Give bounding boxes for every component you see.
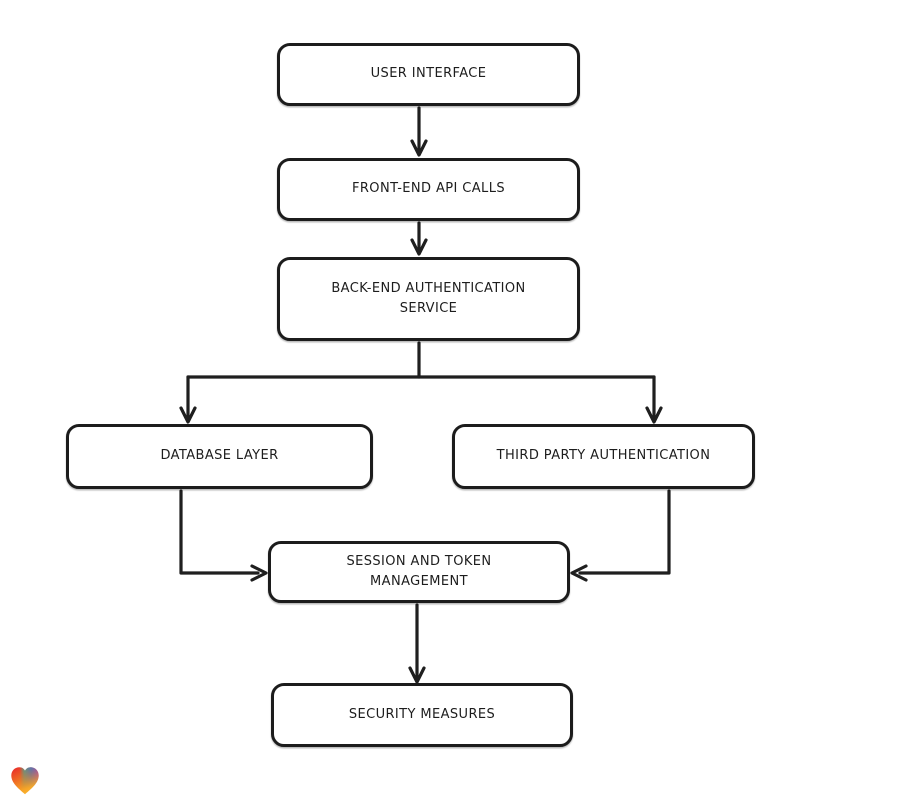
edge-third-party-to-session bbox=[570, 489, 671, 582]
node-back-end-authentication-service-label: BACK-END AUTHENTICATION SERVICE bbox=[331, 280, 526, 316]
node-user-interface-label: USER INTERFACE bbox=[370, 66, 487, 82]
edge-database-to-session bbox=[179, 489, 268, 582]
edge-branch-to-database-layer bbox=[179, 375, 197, 424]
edge-session-to-security bbox=[408, 603, 426, 684]
node-third-party-authentication[interactable]: THIRD PARTY AUTHENTICATION bbox=[452, 424, 755, 489]
node-third-party-authentication-label: THIRD PARTY AUTHENTICATION bbox=[496, 448, 711, 464]
node-security-measures[interactable]: SECURITY MEASURES bbox=[271, 683, 573, 747]
node-back-end-authentication-service[interactable]: BACK-END AUTHENTICATION SERVICE bbox=[277, 257, 580, 341]
heart-gradient-icon bbox=[11, 767, 39, 795]
edge-front-end-to-back-end bbox=[410, 221, 428, 256]
heart-logo[interactable] bbox=[8, 764, 42, 798]
edge-user-interface-to-front-end bbox=[410, 106, 428, 157]
node-session-and-token-management-label: SESSION AND TOKEN MANAGEMENT bbox=[346, 553, 492, 589]
node-database-layer[interactable]: DATABASE LAYER bbox=[66, 424, 373, 489]
node-session-and-token-management[interactable]: SESSION AND TOKEN MANAGEMENT bbox=[268, 541, 570, 603]
node-front-end-api-calls-label: FRONT-END API CALLS bbox=[352, 181, 505, 197]
node-database-layer-label: DATABASE LAYER bbox=[160, 448, 279, 464]
node-front-end-api-calls[interactable]: FRONT-END API CALLS bbox=[277, 158, 580, 221]
edge-back-end-branch-trunk bbox=[186, 341, 656, 379]
node-user-interface[interactable]: USER INTERFACE bbox=[277, 43, 580, 106]
node-security-measures-label: SECURITY MEASURES bbox=[348, 706, 496, 722]
edge-branch-to-third-party bbox=[645, 375, 663, 424]
